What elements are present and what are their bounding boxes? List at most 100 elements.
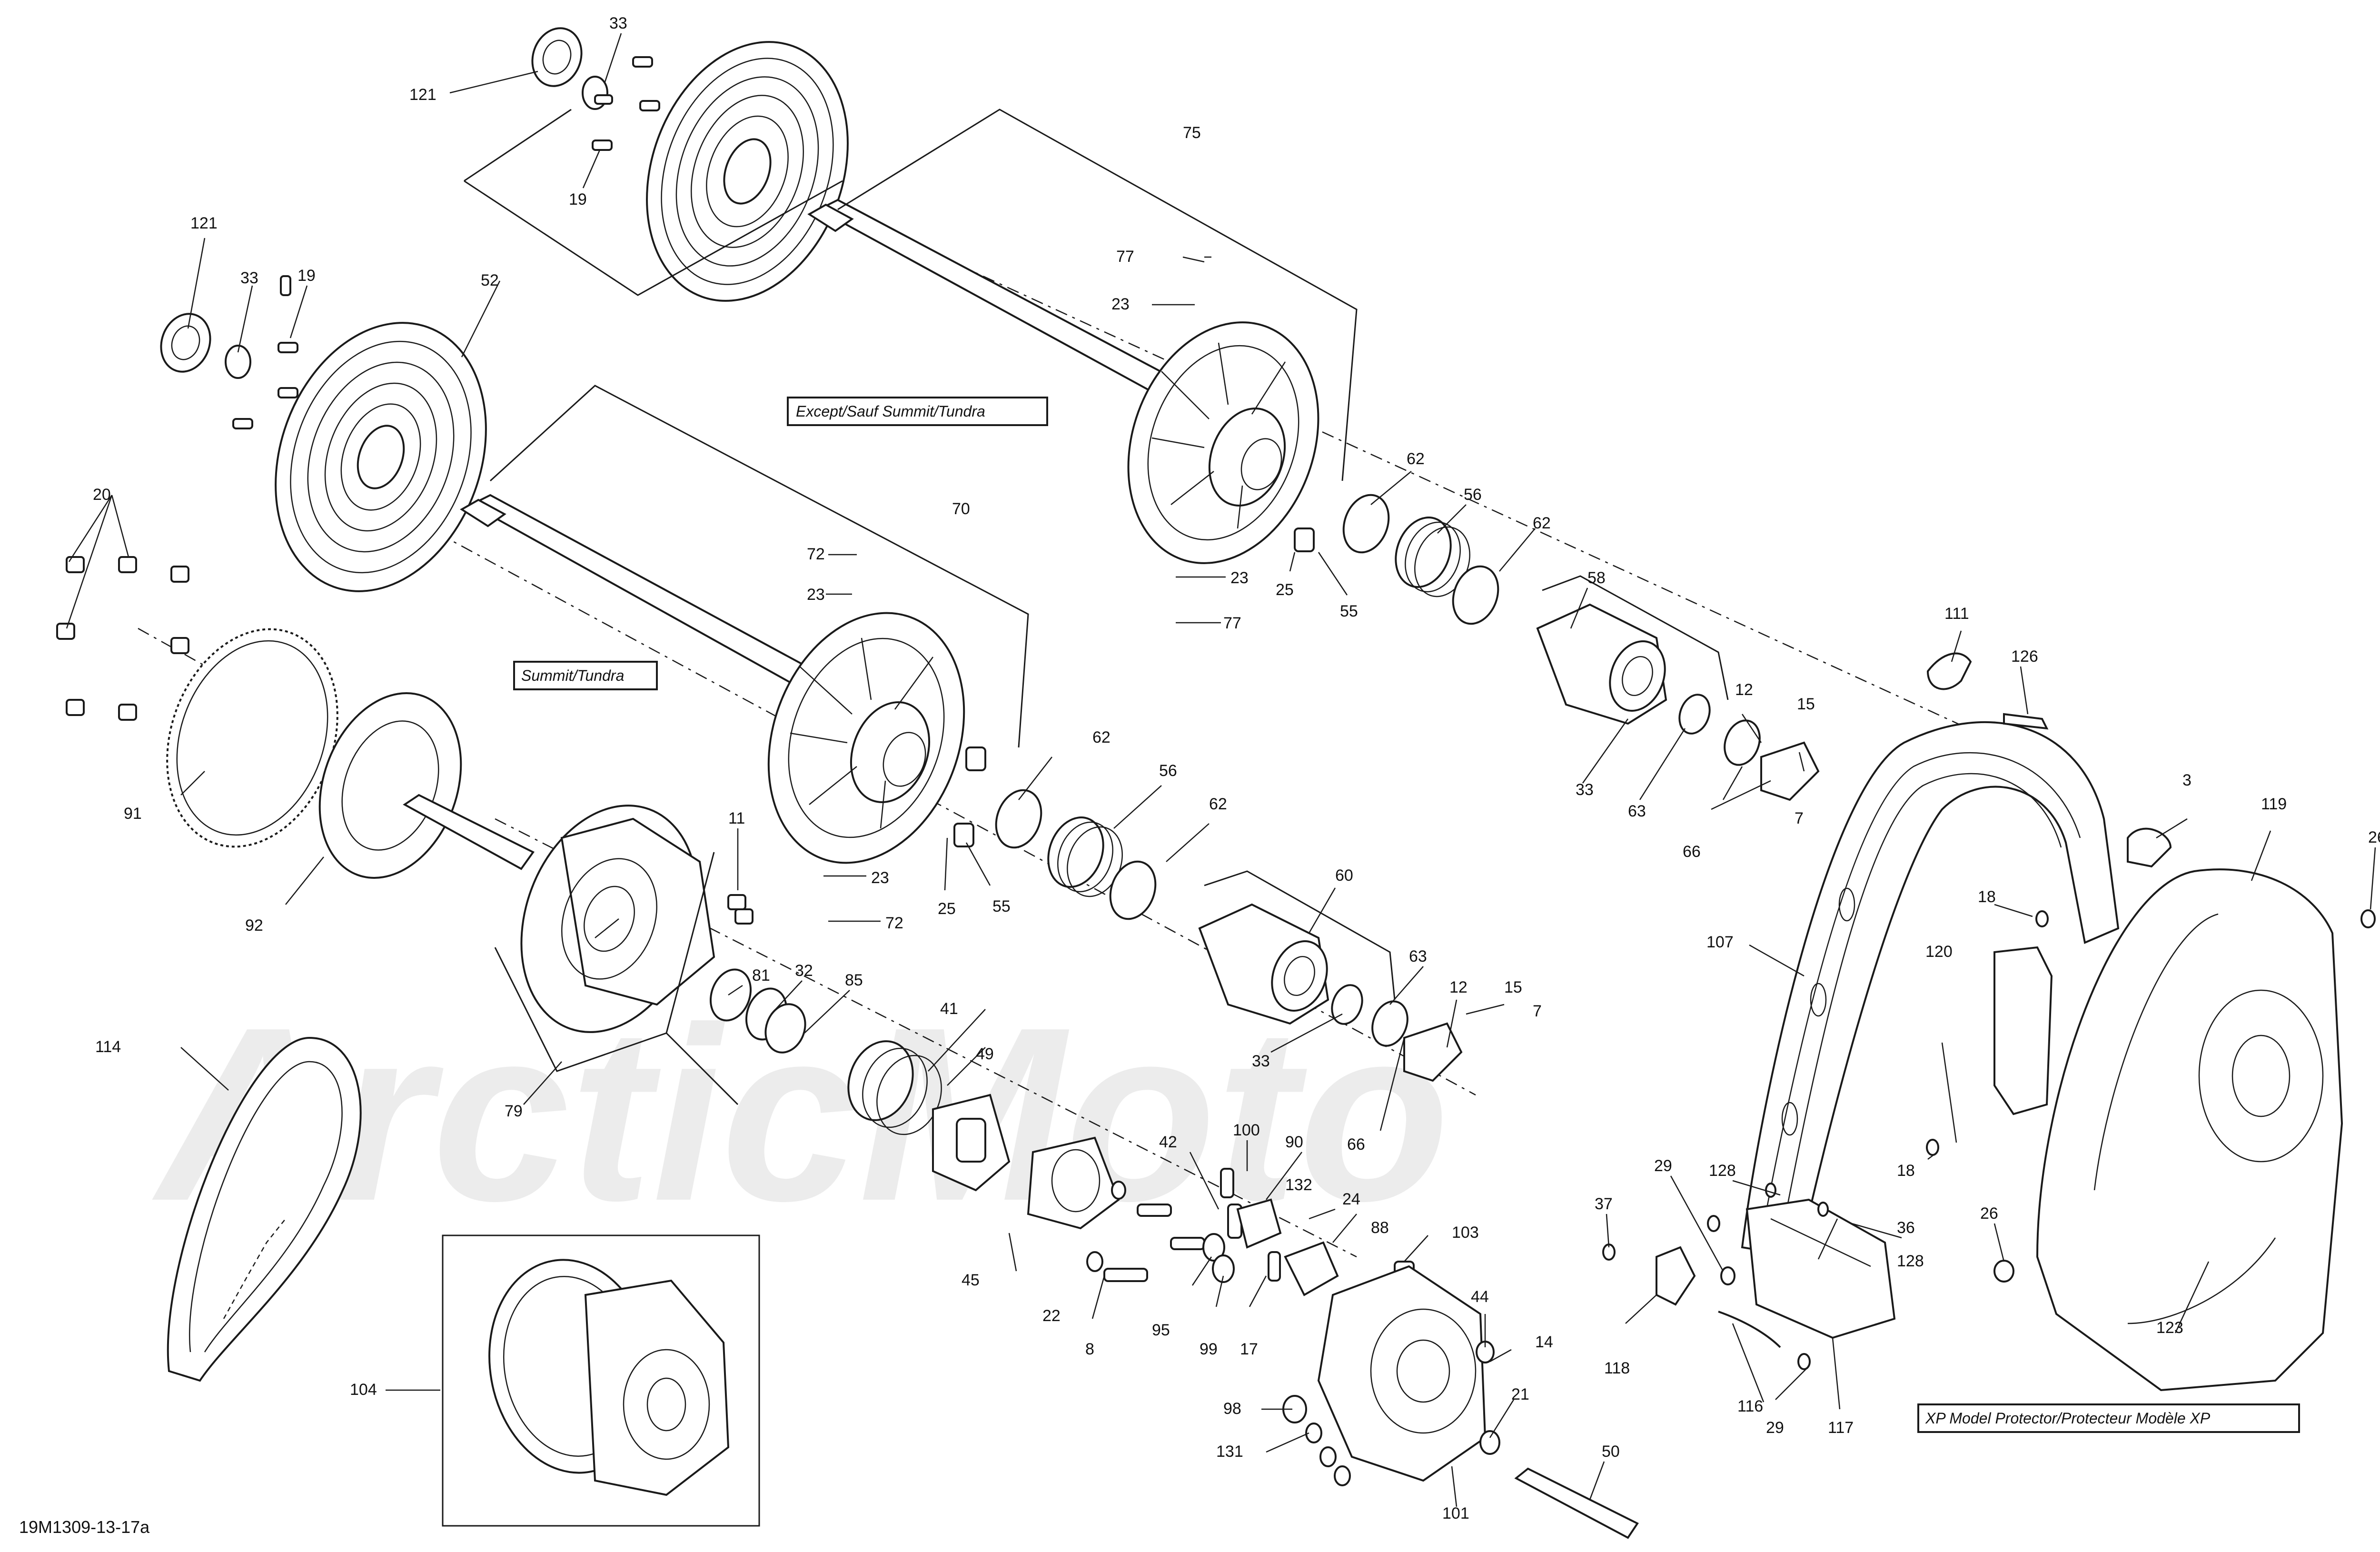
callout-52: 52 <box>481 271 499 289</box>
callout-79: 79 <box>505 1102 523 1120</box>
air-deflector-parts <box>1602 1183 1896 1370</box>
callout-23: 23 <box>871 869 889 887</box>
callout-95: 95 <box>1152 1321 1170 1339</box>
callout-3: 3 <box>2182 771 2192 789</box>
callout-55: 55 <box>992 897 1011 915</box>
callout-33: 33 <box>1252 1052 1270 1070</box>
callout-23: 23 <box>1111 295 1130 313</box>
callout-62: 62 <box>1092 728 1111 746</box>
callout-120: 120 <box>1925 943 1953 961</box>
callout-7: 7 <box>1795 809 1804 827</box>
callout-12: 12 <box>1449 978 1468 996</box>
movable-drive-sheave <box>520 805 715 1033</box>
ring-gear <box>56 556 338 848</box>
callout-121: 121 <box>409 86 436 104</box>
lower-fixed-sheave <box>275 322 487 592</box>
callout-56: 56 <box>1464 486 1482 504</box>
label-box-xp-model-protector: XP Model Protector/Protecteur Modèle XP <box>1917 1403 2300 1433</box>
callout-111: 111 <box>1944 605 1969 623</box>
callout-55: 55 <box>1340 602 1358 620</box>
callout-131: 131 <box>1216 1443 1243 1461</box>
callout-56: 56 <box>1159 762 1177 780</box>
label-except-summit-tundra: Except/Sauf Summit/Tundra <box>796 403 985 420</box>
callout-88: 88 <box>1371 1219 1389 1237</box>
guard-bracket-and-clip <box>1926 652 2172 1156</box>
callout-32: 32 <box>795 962 813 980</box>
drive-small-parts <box>727 894 1415 1296</box>
callout-123: 123 <box>2156 1319 2183 1337</box>
callout-114: 114 <box>95 1038 121 1056</box>
callout-14: 14 <box>1535 1333 1553 1351</box>
callout-44: 44 <box>1471 1288 1489 1306</box>
lower-cam <box>1198 903 1463 1082</box>
upper-spring-group <box>1294 494 1499 625</box>
callout-42: 42 <box>1159 1133 1177 1151</box>
upper-movable-sheave <box>1127 321 1319 564</box>
callout-66: 66 <box>1347 1135 1365 1154</box>
callout-75: 75 <box>1183 124 1201 142</box>
callout-100: 100 <box>1233 1121 1260 1139</box>
callout-26: 26 <box>1980 1204 1998 1223</box>
callout-128: 128 <box>1897 1252 1924 1270</box>
callout-18: 18 <box>1978 888 1996 906</box>
callout-15: 15 <box>1797 695 1815 713</box>
callout-72: 72 <box>807 545 825 563</box>
callout-41: 41 <box>940 1000 958 1018</box>
drive-spring-and-spider <box>709 968 1120 1230</box>
upper-fixed-sheave <box>646 41 849 302</box>
assembly-brackets <box>464 109 1729 1105</box>
drive-belt <box>167 1036 362 1382</box>
callout-72: 72 <box>885 914 903 932</box>
callout-7: 7 <box>1533 1002 1542 1020</box>
callout-24: 24 <box>1342 1190 1360 1208</box>
callout-37: 37 <box>1595 1195 1613 1213</box>
callout-81: 81 <box>752 966 770 985</box>
callout-62: 62 <box>1533 514 1551 532</box>
callout-8: 8 <box>1085 1340 1094 1358</box>
callout-90: 90 <box>1285 1133 1303 1151</box>
drive-housing <box>1282 1265 1639 1539</box>
lower-seals-and-screws <box>160 275 298 429</box>
callout-26: 26 <box>2368 828 2380 846</box>
callout-99: 99 <box>1200 1340 1218 1358</box>
callout-126: 126 <box>2011 647 2038 666</box>
callout-20: 20 <box>93 486 111 504</box>
callout-33: 33 <box>240 269 258 287</box>
label-summit-tundra: Summit/Tundra <box>521 667 624 684</box>
callout-22: 22 <box>1042 1307 1061 1325</box>
callout-77: 77 <box>1223 614 1241 632</box>
callout-23: 23 <box>807 586 825 604</box>
fixed-drive-sheave <box>318 692 535 879</box>
callout-101: 101 <box>1442 1504 1469 1522</box>
callout-63: 63 <box>1409 947 1427 965</box>
callout-118: 118 <box>1604 1359 1630 1377</box>
callout-98: 98 <box>1223 1400 1241 1418</box>
callout-25: 25 <box>1276 581 1294 599</box>
label-box-except-summit-tundra: Except/Sauf Summit/Tundra <box>787 397 1048 426</box>
assembled-clutch-inset <box>442 1234 760 1527</box>
callout-33: 33 <box>609 14 627 32</box>
xp-protector-cover <box>1993 868 2376 1392</box>
upper-seals-and-screws <box>531 27 660 151</box>
drawing-code: 19M1309-13-17a <box>19 1517 150 1537</box>
belt-guard-support <box>1741 721 2120 1258</box>
label-box-summit-tundra: Summit/Tundra <box>513 661 658 690</box>
callout-45: 45 <box>962 1271 980 1289</box>
callout-18: 18 <box>1897 1162 1915 1180</box>
callout-116: 116 <box>1737 1397 1763 1415</box>
callout-12: 12 <box>1735 681 1753 699</box>
lower-spring-group <box>953 789 1157 920</box>
callout-11: 11 <box>728 809 745 827</box>
callout-62: 62 <box>1209 795 1227 813</box>
callout-49: 49 <box>976 1045 994 1063</box>
label-xp-model-protector: XP Model Protector/Protecteur Modèle XP <box>1925 1410 2211 1427</box>
callout-23: 23 <box>1230 569 1249 587</box>
callout-29: 29 <box>1766 1419 1784 1437</box>
callout-103: 103 <box>1452 1224 1479 1242</box>
callout-63: 63 <box>1628 802 1646 820</box>
callout-50: 50 <box>1602 1443 1620 1461</box>
callout-107: 107 <box>1706 933 1734 951</box>
callout-77: 77 <box>1116 248 1134 266</box>
callout-60: 60 <box>1335 866 1353 885</box>
